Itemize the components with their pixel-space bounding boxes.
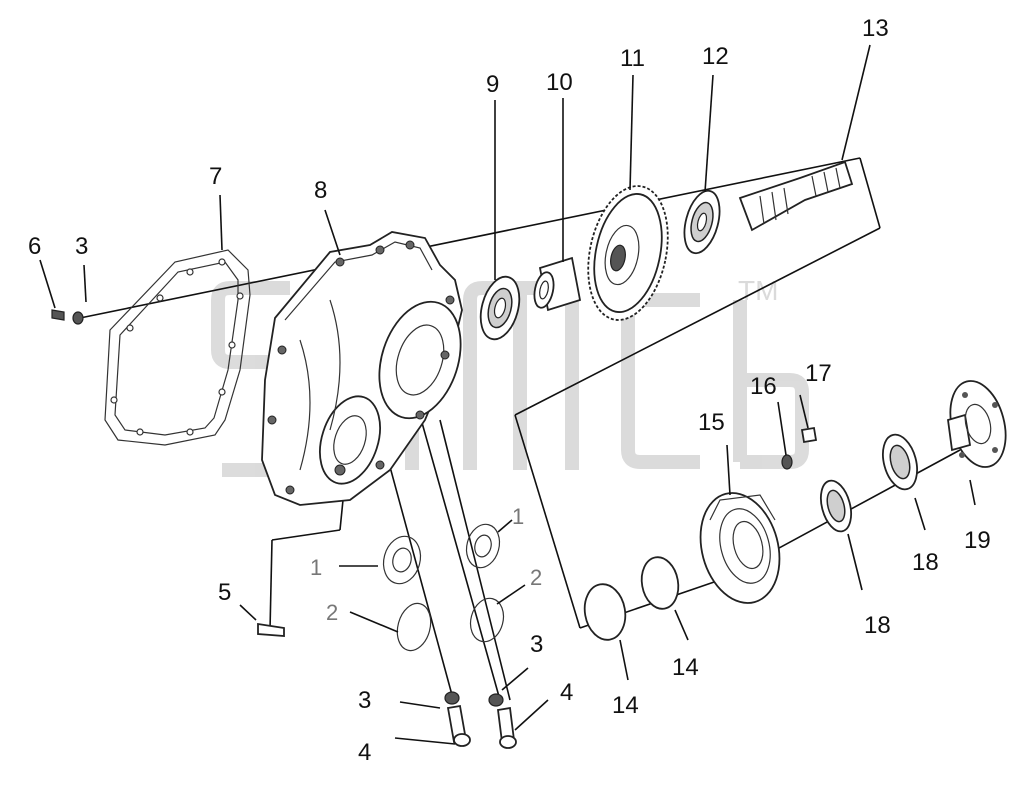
callout-12: 12: [702, 43, 729, 70]
callout-3-bottom-left: 3: [358, 687, 371, 714]
callout-3-top: 3: [75, 233, 88, 260]
callout-4-bottom-left: 4: [358, 739, 371, 766]
seal-part-18b: [882, 433, 918, 491]
callout-18-right: 18: [912, 549, 939, 576]
gear-part-11: [587, 185, 669, 321]
cover-part-2a: [396, 602, 432, 652]
sleeve-part-10: [533, 256, 582, 312]
callout-1-right: 1: [512, 504, 524, 529]
washer-part-3a: [444, 691, 460, 705]
callout-7: 7: [209, 163, 222, 190]
axis-lines: [79, 157, 961, 701]
callout-11: 11: [620, 45, 645, 72]
callout-6: 6: [28, 233, 41, 260]
callout-13: 13: [862, 15, 889, 42]
plate-part-1b: [465, 523, 501, 569]
callout-19: 19: [964, 527, 991, 554]
plug-part-5: [257, 622, 285, 637]
washer-part-3c: [72, 311, 84, 325]
cover-part-2b: [469, 597, 505, 643]
callout-17: 17: [805, 360, 832, 387]
bolt-part-6: [51, 309, 65, 321]
washer-part-16: [781, 454, 793, 470]
bolt-part-4a: [446, 704, 471, 747]
shaft-part-13: [738, 160, 854, 232]
o-ring-part-14b: [640, 556, 680, 610]
callout-2-right: 2: [530, 565, 542, 590]
gasket-part-7: [104, 249, 251, 446]
callout-2-left: 2: [326, 600, 338, 625]
callout-3-bottom-right: 3: [530, 631, 543, 658]
bolt-part-17: [800, 426, 818, 444]
callout-16: 16: [750, 373, 777, 400]
callout-4-bottom-right: 4: [560, 679, 573, 706]
leader-lines: [39, 44, 976, 745]
bearing-part-12: [683, 189, 721, 255]
plate-part-1a: [382, 535, 422, 585]
callout-15: 15: [698, 409, 725, 436]
flange-part-19: [947, 380, 1007, 468]
callout-5: 5: [218, 579, 231, 606]
callout-labels: 6 3 7 8 9 10 11 12 13 15 16 17 19 18 18 …: [28, 15, 991, 766]
bolt-part-4b: [496, 706, 517, 749]
callout-9: 9: [486, 71, 499, 98]
housing-part-8: [261, 231, 463, 506]
callout-18-left: 18: [864, 612, 891, 639]
o-ring-part-14a: [583, 583, 627, 641]
washer-part-3b: [488, 693, 504, 707]
bearing-part-9: [479, 275, 521, 341]
callout-10: 10: [546, 69, 573, 96]
cover-part-15: [699, 492, 781, 604]
callout-1-left: 1: [310, 555, 322, 580]
callout-14-right: 14: [672, 654, 699, 681]
callout-8: 8: [314, 177, 327, 204]
seal-part-18a: [819, 479, 853, 533]
callout-14-left: 14: [612, 692, 639, 719]
